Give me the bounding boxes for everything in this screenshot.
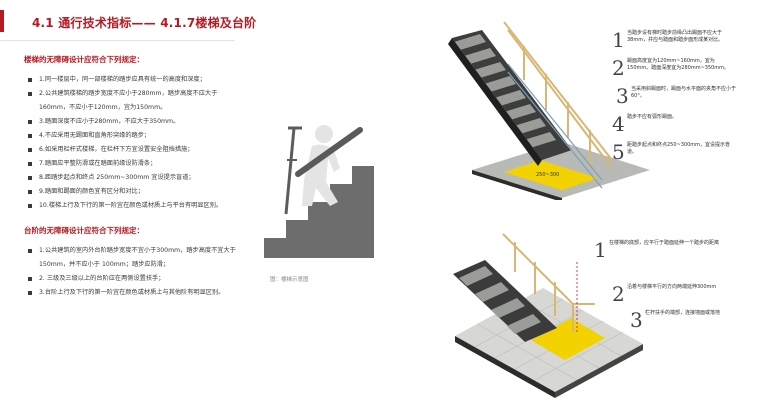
stair-climber-figure [264,125,374,258]
tactile-paving [531,318,605,360]
dimension-label: ≥ 60° [476,128,491,134]
list-item: 3.踏面深度不应小于280mm，不应大于350mm。 [24,115,244,129]
callout-text: 踢面高度宜为120mm~160mm，宜为150mm。踏面深度宜为280mm~35… [627,58,730,71]
list-item: 3.台阶上行及下行的第一阶宜在颜色或材质上与其他阶有明显区别。 [24,286,244,300]
list-item-text: 10.楼梯上行及下行的第一阶宜在颜色或材质上与平台有明显区别。 [39,202,223,209]
steps-requirements-list: 1.公共建筑的室内外台阶踏步宽度不宜小于300mm，踏步高度不宜大于 150mm… [24,244,244,300]
list-item: 9.踏面和踢面的颜色宜有区分和对比； [24,185,244,199]
title-bar: 4.1 通行技术指标—— 4.1.7楼梯及台阶 [0,0,760,40]
callout-text: 栏杆扶手的端部，连接墙面或落地 [645,310,721,316]
railing-guard [507,63,603,189]
staircase-diagram-bottom [453,233,643,398]
callout-text: 距踏步起点和终点250~300mm，宜设提示盲道。 [627,142,731,155]
tactile-paving [504,160,598,190]
crutch-icon [284,127,296,215]
list-item-text: 1.公共建筑的室内外台阶踏步宽度不宜小于300mm，踏步高度不宜大于 150mm… [39,247,236,268]
stair-flight [448,30,572,166]
list-item: 1.公共建筑的室内外台阶踏步宽度不宜小于300mm，踏步高度不宜大于 150mm… [24,244,244,272]
bullet-icon [28,277,32,281]
callout-3: 3 当采用斜踢面时，踢面与水平面的夹角不应小于60°。 [616,86,741,106]
bullet-icon [28,249,32,253]
callout-text: 在楼梯的底部，应平行于踏面延伸一个踏步的距离 [609,240,720,246]
list-item-text: 6.如采用栏杆式楼梯，在栏杆下方宜设置安全阻挡措施； [39,146,194,153]
callout-number: 2 [612,282,625,306]
callout-text: 踏步不应有弧形踢面。 [627,114,678,120]
staircase-diagram-top [448,21,650,200]
bullet-icon [28,190,32,194]
list-item: 1.同一楼层中，同一部楼梯的踏步应具有统一的高度和深度； [24,73,244,87]
bullet-icon [28,291,32,295]
list-item-text: 9.踏面和踢面的颜色宜有区分和对比； [39,188,144,195]
list-item-text: 7.踏面应平整防滑或在踏面前缘设防滑条； [39,160,157,167]
steps-section-heading: 台阶的无障碍设计应符合下列规定： [24,226,144,235]
callout-number: 3 [616,84,629,108]
callout-1: 1 当踏步设有梯时踏步前缘凸出踢面不应大于38mm，并应与踏面和踏步面形成某对比… [612,30,737,50]
bullet-icon [28,92,32,96]
callout-text: 当踏步设有梯时踏步前缘凸出踢面不应大于38mm，并应与踏面和踏步面形成某对比。 [627,30,724,43]
callout-number: 4 [612,112,625,136]
bullet-icon [28,78,32,82]
list-item: 8.距踏步起点和终点 250mm~300mm 宜设提示盲道； [24,171,244,185]
handrail-icon [295,127,363,177]
callout-number: 3 [630,308,643,332]
list-item-text: 8.距踏步起点和终点 250mm~300mm 宜设提示盲道； [39,174,195,181]
stair-flight [453,260,557,342]
dimension-label: 280~140 [458,96,482,102]
stairs-silhouette [264,166,374,258]
list-item-text: 3.台阶上行及下行的第一阶宜在颜色或材质上与其他阶有明显区别。 [39,289,225,296]
list-item: 2. 三级及三级以上的台阶应在两侧设置扶手； [24,272,244,286]
callout-number: 5 [612,140,625,164]
bullet-icon [28,176,32,180]
list-item: 4.不应采用无踢面和直角形突缘的踏步； [24,129,244,143]
dimension-label: 250~300 [536,172,560,178]
callout-4: 4 踏步不应有弧形踢面。 [612,114,737,134]
bullet-icon [28,120,32,124]
list-item-text: 2.公共建筑楼梯的踏步宽度不应小于280mm，踏步高度不应大于160mm，不应小… [39,90,218,111]
page-title: 4.1 通行技术指标—— 4.1.7楼梯及台阶 [32,16,257,30]
callout-text: 当采用斜踢面时，踢面与水平面的夹角不应小于60°。 [631,86,737,99]
bullet-icon [28,148,32,152]
list-item: 10.楼梯上行及下行的第一阶宜在颜色或材质上与平台有明显区别。 [24,199,244,213]
person-body-icon [302,144,340,206]
callout-2: 2 踢面高度宜为120mm~160mm，宜为150mm。踏面深度宜为280mm~… [612,58,737,78]
callout-number: 2 [612,56,625,80]
list-item-text: 2. 三级及三级以上的台阶应在两侧设置扶手； [39,275,165,282]
bullet-icon [28,162,32,166]
figure-caption: 图：楼梯示意图 [270,277,309,283]
bullet-icon [28,134,32,138]
callout-5: 5 距踏步起点和终点250~300mm，宜设提示盲道。 [612,142,737,162]
list-item-text: 4.不应采用无踢面和直角形突缘的踏步； [39,132,151,139]
list-item-text: 1.同一楼层中，同一部楼梯的踏步应具有统一的高度和深度； [39,76,206,83]
bullet-icon [28,204,32,208]
list-item: 2.公共建筑楼梯的踏步宽度不应小于280mm，踏步高度不应大于160mm，不应小… [24,87,244,115]
handrail-rail [503,21,613,169]
list-item: 6.如采用栏杆式楼梯，在栏杆下方宜设置安全阻挡措施； [24,143,244,157]
bottom-callout-2: 2 沿着与楼梯平行的方向两端延伸300mm [612,284,737,304]
stairs-requirements-list: 1.同一楼层中，同一部楼梯的踏步应具有统一的高度和深度； 2.公共建筑楼梯的踏步… [24,73,244,213]
dimension-label: 280~350 [456,106,480,112]
stairs-section-heading: 楼梯的无障碍设计应符合下列规定： [24,55,144,64]
callout-text: 沿着与楼梯平行的方向两端延伸300mm [627,284,717,290]
callout-number: 1 [594,238,607,262]
requirements-column: 楼梯的无障碍设计应符合下列规定： 1.同一楼层中，同一部楼梯的踏步应具有统一的高… [24,54,244,300]
list-item-text: 3.踏面深度不应小于280mm，不应大于350mm。 [39,118,180,125]
bottom-callout-1: 1 在楼梯的底部，应平行于踏面延伸一个踏步的距离 [594,240,739,260]
handrail-rail [502,233,595,332]
person-head-icon [315,125,333,143]
list-item: 7.踏面应平整防滑或在踏面前缘设防滑条； [24,157,244,171]
bottom-callout-3: 3 栏杆扶手的端部，连接墙面或落地 [630,310,745,330]
callout-number: 1 [612,28,625,52]
header-divider [0,40,235,41]
title-accent-bar [0,10,4,32]
